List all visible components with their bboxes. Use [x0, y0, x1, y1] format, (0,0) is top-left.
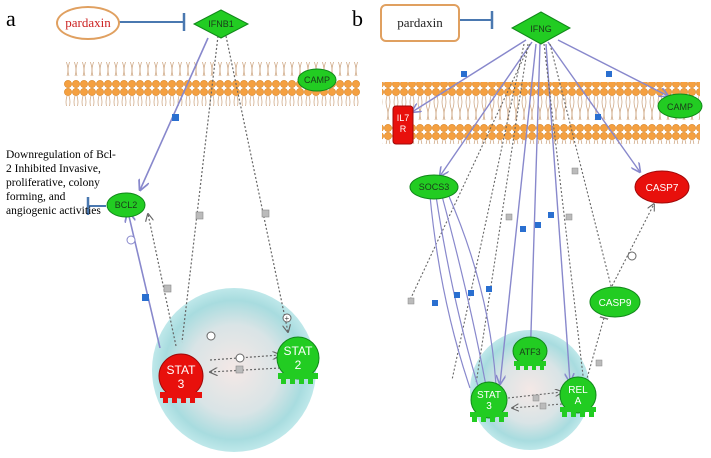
- pardaxin-inhibitor-b[interactable]: pardaxin: [380, 4, 460, 42]
- svg-text:CAMP: CAMP: [667, 102, 693, 112]
- edge-ifnb1-stat3: [181, 35, 219, 343]
- bcl2-downregulation-note: Downregulation of Bcl-2 Inhibited Invasi…: [6, 149, 116, 217]
- edge-rela-stat3: [512, 403, 563, 408]
- node-camp[interactable]: CAMP: [297, 68, 337, 92]
- svg-text:ATF3: ATF3: [519, 347, 540, 357]
- node-casp9[interactable]: CASP9: [589, 286, 641, 318]
- edge-stat3-bcl2-dotted: [148, 214, 177, 347]
- panel-a: + IFNB1 CAMP BCL2: [64, 9, 360, 452]
- svg-text:+: +: [285, 314, 290, 323]
- cell-membrane: [382, 82, 700, 144]
- edge-stat3-rela: [507, 392, 562, 399]
- edge-casp9-rela: [585, 316, 609, 383]
- node-camp[interactable]: CAMP: [657, 93, 703, 119]
- edge-ifnb1-stat2: [225, 35, 288, 332]
- edge-ifng-camp: [557, 39, 668, 96]
- node-atf3[interactable]: ATF3: [512, 336, 548, 370]
- edge-ifng-stat3: [500, 43, 537, 384]
- nucleus: [152, 288, 316, 452]
- edge-ifng-socs3: [440, 41, 533, 176]
- edge-ifng-rela: [545, 43, 570, 382]
- node-casp7[interactable]: CASP7: [634, 170, 690, 204]
- node-bcl2[interactable]: BCL2: [106, 192, 146, 218]
- edge-casp9-casp7: [611, 204, 654, 287]
- svg-text:CASP7: CASP7: [646, 183, 679, 194]
- svg-text:CASP9: CASP9: [599, 298, 632, 309]
- pardaxin-inhibitor-a[interactable]: pardaxin: [56, 6, 120, 40]
- node-socs3[interactable]: SOCS3: [409, 174, 459, 200]
- svg-text:IFNB1: IFNB1: [208, 19, 234, 29]
- node-ifng[interactable]: IFNG: [510, 11, 572, 45]
- panel-b-letter: b: [352, 6, 363, 31]
- edge-ifng-il7r: [412, 39, 527, 112]
- svg-text:BCL2: BCL2: [115, 200, 138, 210]
- node-ifnb1[interactable]: IFNB1: [192, 9, 250, 39]
- panel-a-letter: a: [6, 6, 16, 31]
- edge-stat3-bcl2-solid: [128, 212, 161, 349]
- svg-text:SOCS3: SOCS3: [419, 182, 450, 192]
- edge-ifng-atf3: [530, 43, 541, 364]
- svg-text:IFNG: IFNG: [530, 24, 552, 34]
- svg-text:CAMP: CAMP: [304, 75, 330, 85]
- edge-ifng-casp7: [547, 41, 640, 172]
